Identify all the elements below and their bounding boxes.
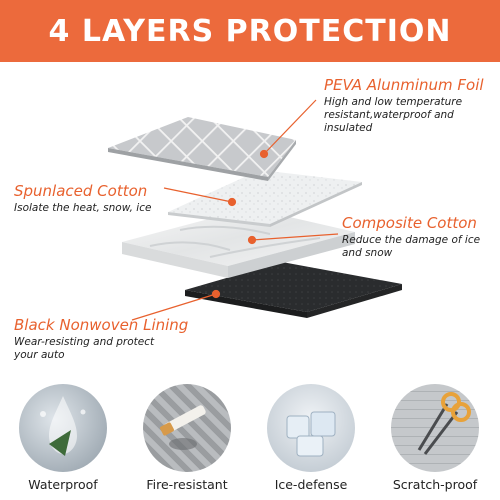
page-title: 4 LAYERS PROTECTION	[48, 13, 452, 49]
feature-waterproof: Waterproof	[13, 384, 113, 492]
feature-label: Waterproof	[28, 477, 98, 492]
feature-label: Fire-resistant	[146, 477, 228, 492]
callout-title: Spunlaced Cotton	[14, 182, 148, 200]
callout-peva: PEVA Alunminum Foil High and low tempera…	[324, 76, 496, 135]
feature-label: Ice-defense	[274, 477, 348, 492]
leader-lines	[131, 99, 339, 321]
callout-nonwoven: Black Nonwoven Lining Wear-resisting and…	[14, 316, 234, 362]
spunlaced-cotton-layer	[168, 170, 362, 227]
callout-desc: Wear-resisting and protect your auto	[14, 336, 155, 361]
feature-scratch-proof: Scratch-proof	[385, 384, 485, 492]
peva-foil-layer	[108, 117, 296, 181]
feature-ice-defense: Ice-defense	[261, 384, 361, 492]
callout-title: PEVA Alunminum Foil	[324, 76, 484, 94]
callout-desc: High and low temperature resistant,water…	[324, 96, 463, 134]
feature-label: Scratch-proof	[392, 477, 478, 492]
callout-desc: Isolate the heat, snow, ice	[14, 202, 152, 214]
ice-cubes-icon	[267, 384, 355, 472]
layers-illustration	[108, 99, 402, 321]
cigarette-icon	[143, 384, 231, 472]
callout-desc: Reduce the damage of ice and snow	[342, 234, 481, 259]
callout-spunlaced: Spunlaced Cotton Isolate the heat, snow,…	[14, 182, 204, 215]
callout-title: Black Nonwoven Lining	[14, 316, 189, 334]
scissors-icon	[391, 384, 479, 472]
composite-cotton-layer	[122, 208, 355, 278]
water-splash-icon	[19, 384, 107, 472]
banner-header: 4 LAYERS PROTECTION	[0, 0, 500, 62]
layer-diagram: PEVA Alunminum Foil High and low tempera…	[0, 62, 500, 382]
callout-composite: Composite Cotton Reduce the damage of ic…	[342, 214, 498, 260]
feature-fire-resistant: Fire-resistant	[137, 384, 237, 492]
feature-row: Waterproof Fire-resistant Ice-defense	[0, 384, 500, 500]
callout-title: Composite Cotton	[342, 214, 477, 232]
